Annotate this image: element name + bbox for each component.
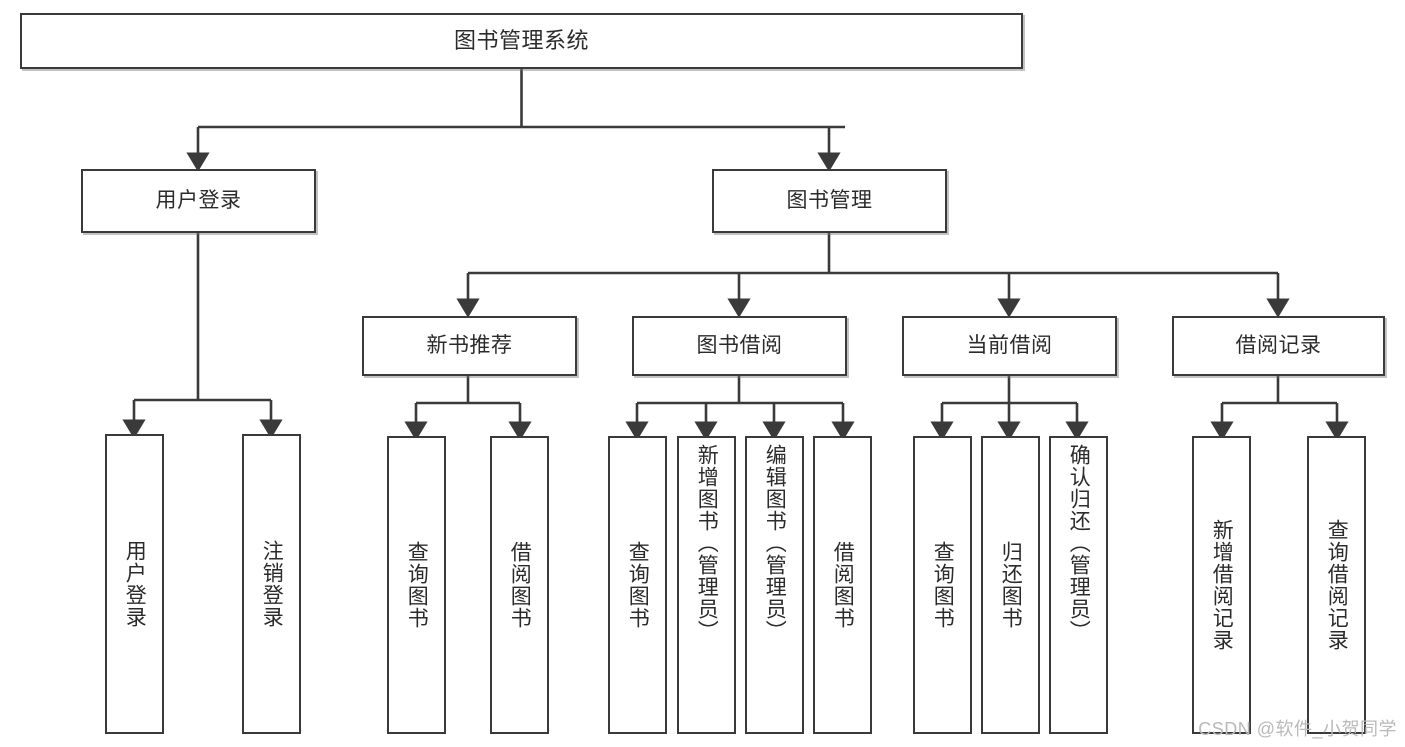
node-leaf-add-book[interactable]: 新增图书（管理员）	[677, 436, 736, 734]
node-leaf-user-login-label: 用户登录	[123, 540, 147, 628]
node-leaf-query-book-c[interactable]: 查询图书	[913, 436, 972, 734]
node-current-borrow-label: 当前借阅	[966, 334, 1053, 358]
node-leaf-edit-book[interactable]: 编辑图书（管理员）	[745, 436, 804, 734]
node-leaf-user-login[interactable]: 用户登录	[105, 434, 164, 734]
node-book-manage-label: 图书管理	[786, 189, 873, 213]
node-book-manage[interactable]: 图书管理	[712, 169, 947, 233]
node-root[interactable]: 图书管理系统	[20, 13, 1023, 69]
node-new-book-recommend-label: 新书推荐	[426, 334, 513, 358]
node-borrow-record[interactable]: 借阅记录	[1172, 316, 1385, 376]
node-leaf-borrow-book-a[interactable]: 借阅图书	[490, 436, 549, 734]
node-leaf-return-book[interactable]: 归还图书	[981, 436, 1040, 734]
node-leaf-add-record-label: 新增借阅记录	[1210, 519, 1234, 651]
node-leaf-query-book-a-label: 查询图书	[405, 541, 429, 629]
node-leaf-query-book-c-label: 查询图书	[931, 541, 955, 629]
node-leaf-logout-login[interactable]: 注销登录	[242, 434, 301, 734]
node-leaf-confirm-return[interactable]: 确认归还（管理员）	[1049, 436, 1108, 734]
node-leaf-borrow-book-b-label: 借阅图书	[831, 541, 855, 629]
node-borrow-record-label: 借阅记录	[1235, 334, 1322, 358]
node-leaf-query-book-a[interactable]: 查询图书	[387, 436, 446, 734]
node-book-borrow-label: 图书借阅	[696, 334, 783, 358]
node-leaf-borrow-book-a-label: 借阅图书	[508, 541, 532, 629]
node-leaf-edit-book-label: 编辑图书（管理员）	[763, 444, 787, 642]
node-leaf-return-book-label: 归还图书	[999, 541, 1023, 629]
node-leaf-borrow-book-b[interactable]: 借阅图书	[813, 436, 872, 734]
node-leaf-add-book-label: 新增图书（管理员）	[695, 444, 719, 642]
node-book-borrow[interactable]: 图书借阅	[632, 316, 847, 376]
node-current-borrow[interactable]: 当前借阅	[902, 316, 1117, 376]
node-leaf-query-book-b-label: 查询图书	[626, 541, 650, 629]
watermark: CSDN @软件_小贺同学	[1198, 719, 1397, 739]
node-leaf-query-record-label: 查询借阅记录	[1325, 519, 1349, 651]
node-user-login[interactable]: 用户登录	[81, 169, 316, 233]
node-leaf-confirm-return-label: 确认归还（管理员）	[1067, 444, 1091, 642]
node-leaf-add-record[interactable]: 新增借阅记录	[1192, 436, 1251, 734]
node-leaf-query-book-b[interactable]: 查询图书	[608, 436, 667, 734]
node-user-login-label: 用户登录	[155, 189, 242, 213]
node-leaf-query-record[interactable]: 查询借阅记录	[1307, 436, 1366, 734]
node-root-label: 图书管理系统	[453, 27, 589, 53]
node-new-book-recommend[interactable]: 新书推荐	[362, 316, 577, 376]
node-leaf-logout-login-label: 注销登录	[260, 540, 284, 628]
